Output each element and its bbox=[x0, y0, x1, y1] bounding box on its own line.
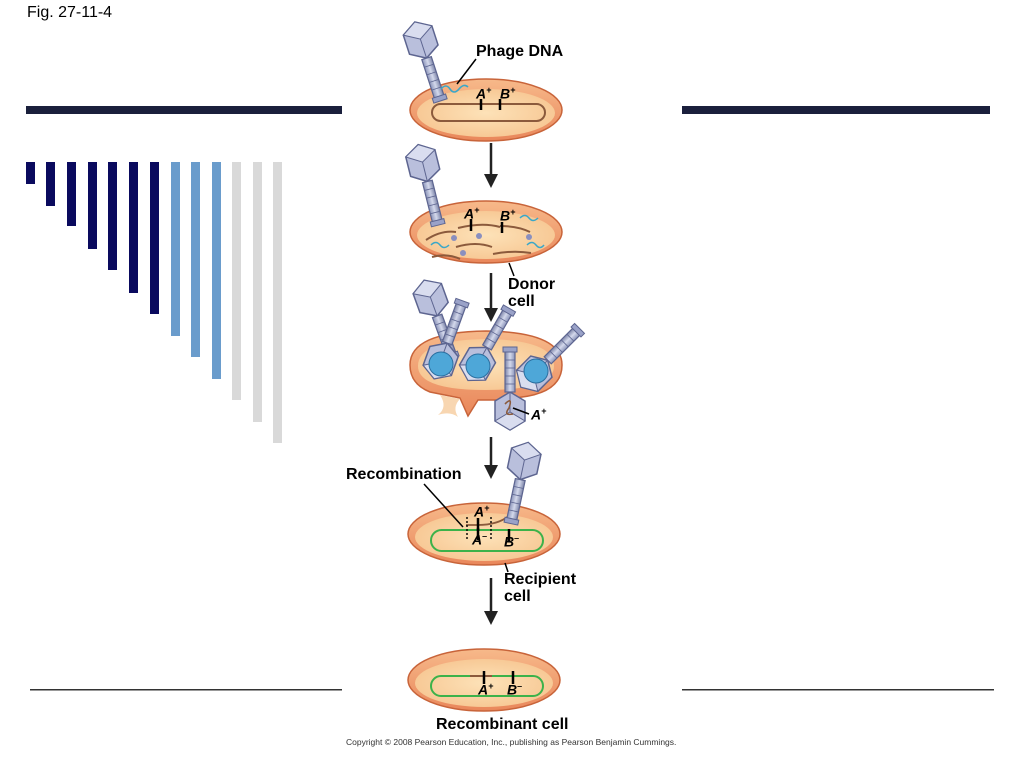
gene-b-minus-stage4: B– bbox=[504, 533, 520, 550]
phage-dna-label: Phage DNA bbox=[476, 43, 564, 60]
arrow-3 bbox=[484, 437, 498, 479]
top-rule-right bbox=[682, 106, 990, 114]
figure-label: Fig. 27-11-4 bbox=[27, 4, 113, 21]
arrow-4 bbox=[484, 578, 498, 625]
stage-3-lysis bbox=[409, 274, 591, 431]
arrow-2 bbox=[484, 273, 498, 322]
arrow-1 bbox=[484, 143, 498, 188]
stage-2-fragmentation bbox=[402, 140, 563, 277]
gene-b-plus-stage1: B+ bbox=[500, 85, 516, 102]
gene-a-minus-stage4: A– bbox=[472, 531, 488, 548]
gene-b-minus-stage5: B– bbox=[507, 681, 523, 698]
recipient-cell-label: Recipient cell bbox=[504, 571, 577, 605]
stage-5-recombinant bbox=[407, 648, 561, 712]
stage-1-infection bbox=[399, 16, 563, 142]
gene-a-plus-stage2: A+ bbox=[464, 205, 480, 222]
recombinant-cell-label: Recombinant cell bbox=[436, 716, 569, 733]
donor-cell-label: Donor cell bbox=[508, 276, 556, 310]
gene-a-plus-stage4: A+ bbox=[474, 503, 490, 520]
copyright-notice: Copyright © 2008 Pearson Education, Inc.… bbox=[346, 737, 677, 747]
recombination-label: Recombination bbox=[346, 466, 462, 483]
stage-4-recombination bbox=[407, 438, 561, 573]
decorative-stripes bbox=[26, 106, 994, 691]
top-rule-left bbox=[26, 106, 342, 114]
gene-b-plus-stage2: B+ bbox=[500, 207, 516, 224]
gene-a-plus-stage3: A+ bbox=[531, 406, 547, 423]
gene-a-plus-stage1: A+ bbox=[476, 85, 492, 102]
gene-a-plus-stage5: A+ bbox=[478, 681, 494, 698]
